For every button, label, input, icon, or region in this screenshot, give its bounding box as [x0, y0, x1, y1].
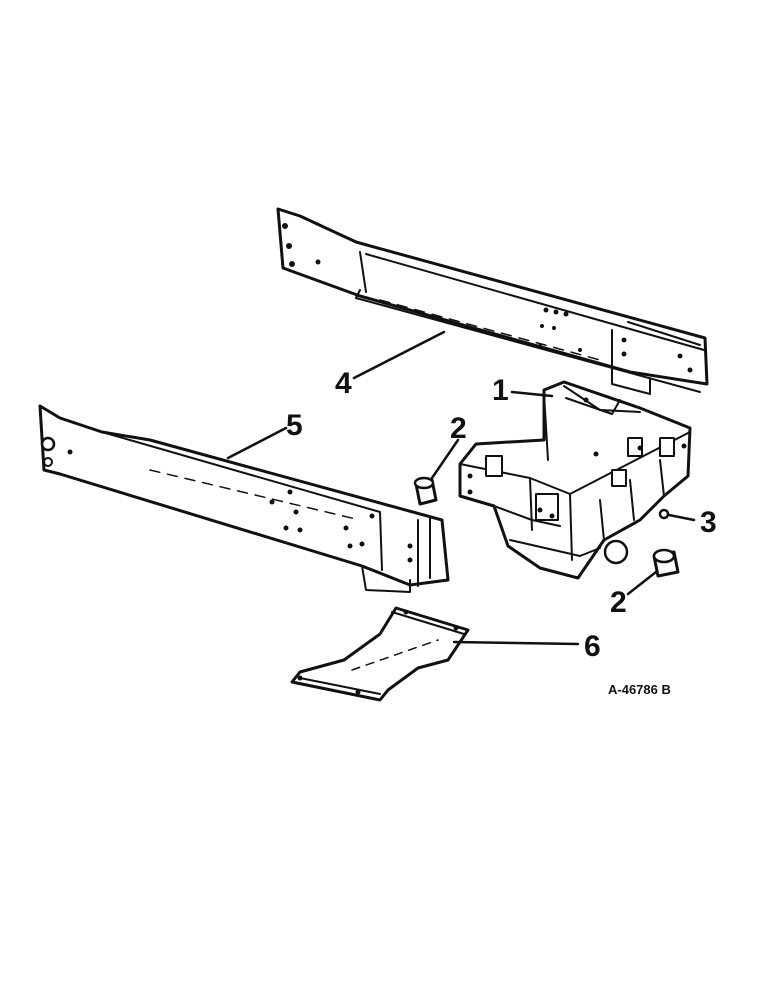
callout-4: 4: [335, 367, 352, 400]
leader-lines: [226, 330, 658, 646]
callout-3: 3: [700, 506, 717, 539]
leader-line-4: [352, 330, 446, 380]
figure-id: A-46786 B: [608, 682, 671, 697]
callout-2-left: 2: [450, 412, 467, 445]
rail-part-5: [38, 404, 450, 593]
bracket-part-6: [290, 606, 470, 702]
leader-line-2-left: [430, 438, 460, 480]
callout-5: 5: [286, 409, 303, 442]
leader-line-5: [226, 426, 288, 460]
bolt-part-3: [658, 508, 696, 522]
leader-line-2-right: [626, 570, 658, 596]
callout-6: 6: [584, 630, 601, 663]
leader-line-1: [510, 390, 554, 398]
rail-part-4: [276, 207, 709, 395]
frame-housing-part-1: [458, 380, 692, 580]
bushing-part-2-right: [652, 548, 680, 578]
bushing-part-2-left: [413, 476, 438, 506]
callout-1: 1: [492, 374, 509, 407]
leader-line-6: [452, 640, 580, 646]
callout-2-right: 2: [610, 586, 627, 619]
